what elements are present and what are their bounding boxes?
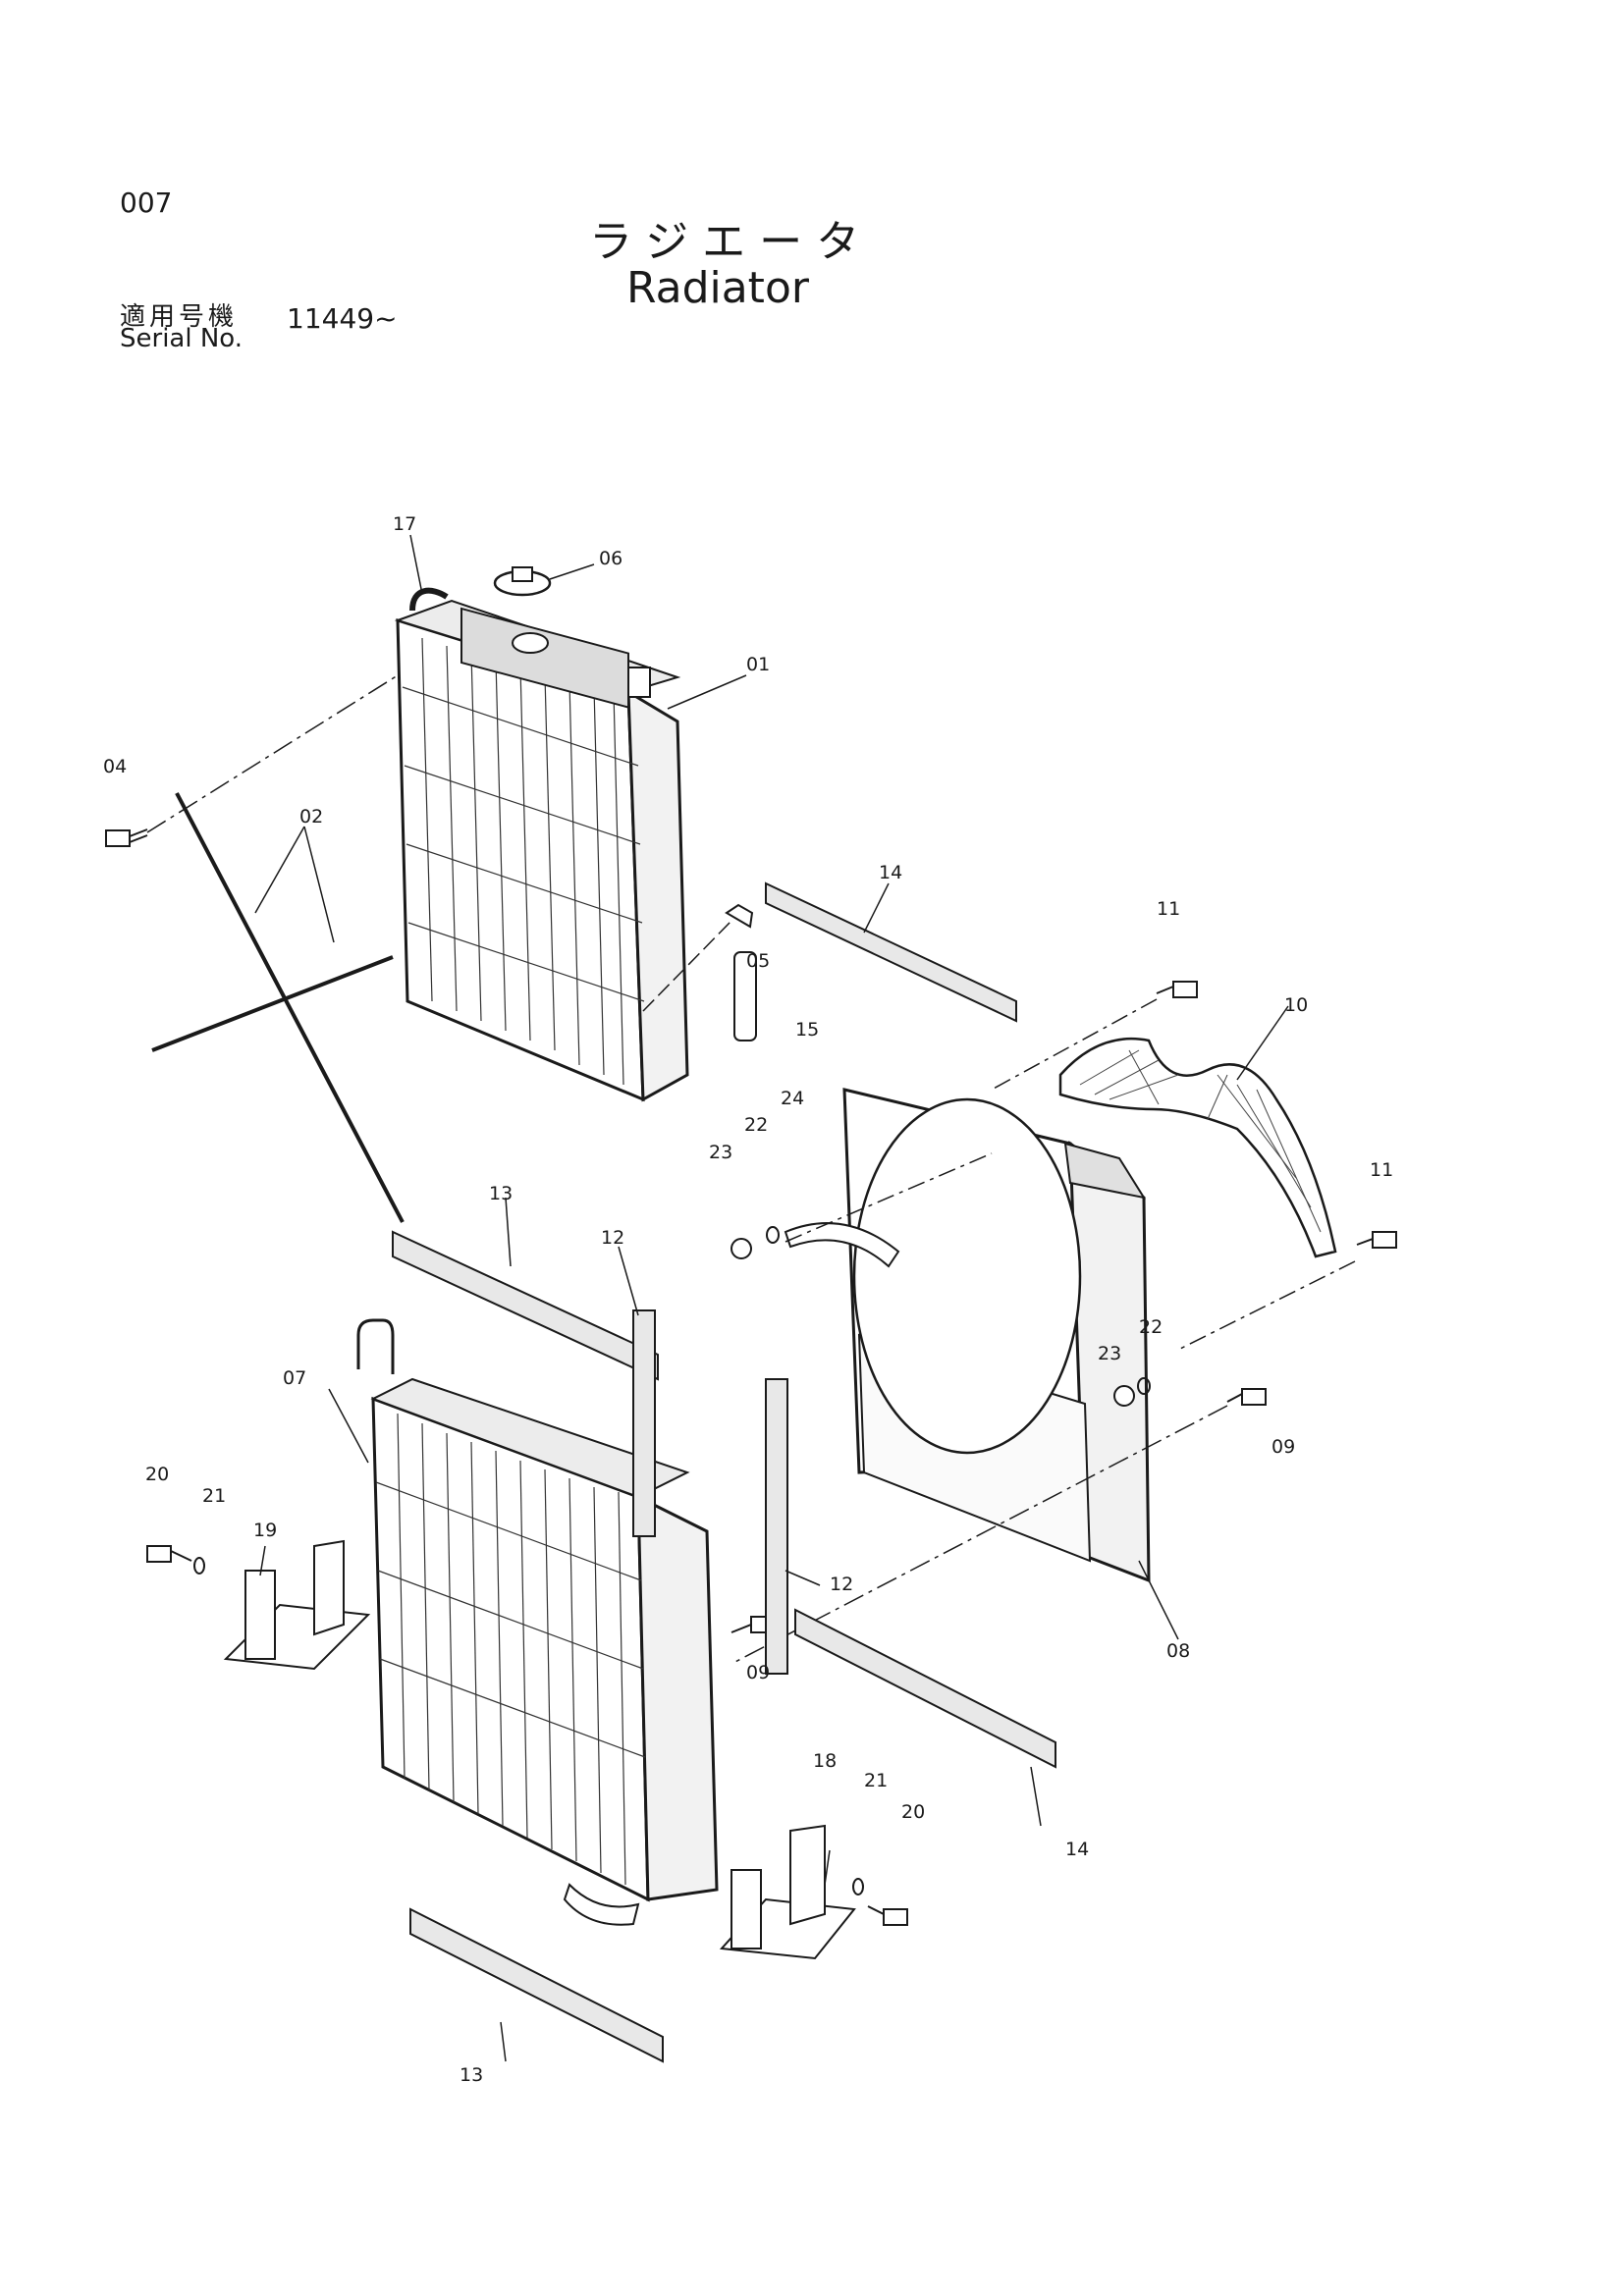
label-part-17: 17 — [393, 513, 416, 535]
bolt-20-left — [146, 1545, 192, 1563]
label-part-06: 06 — [599, 548, 622, 569]
nut-23-lower — [1113, 1385, 1135, 1407]
washer-21-right — [852, 1878, 864, 1896]
radiator-stays — [151, 792, 405, 1223]
bolt-20-right — [867, 1905, 908, 1926]
label-part-11-upper: 11 — [1157, 898, 1180, 920]
washer-21-left — [193, 1557, 205, 1575]
bolt-09-right — [1226, 1388, 1267, 1406]
label-part-11-lower: 11 — [1370, 1159, 1393, 1181]
label-part-12-lower: 12 — [830, 1574, 853, 1595]
bolt-11-upper — [1156, 981, 1198, 998]
washer-22-lower — [1137, 1377, 1151, 1395]
label-part-01: 01 — [746, 654, 770, 675]
rubber-strip-12-right — [765, 1378, 788, 1675]
label-part-21-left: 21 — [202, 1485, 226, 1507]
label-part-09-right: 09 — [1271, 1436, 1295, 1458]
label-part-14-upper: 14 — [879, 862, 902, 883]
label-part-09-center: 09 — [746, 1662, 770, 1683]
label-part-13-upper: 13 — [489, 1183, 513, 1204]
label-part-22-lower: 22 — [1139, 1316, 1163, 1338]
bracket-19 — [223, 1539, 371, 1671]
washer-22-upper — [766, 1226, 780, 1244]
label-part-19: 19 — [253, 1520, 277, 1541]
label-part-20-left: 20 — [145, 1464, 169, 1485]
rubber-strip-14-lower — [794, 1608, 1056, 1769]
label-part-07: 07 — [283, 1367, 306, 1389]
radiator-core-lower — [356, 1318, 719, 1926]
label-part-21-right: 21 — [864, 1770, 888, 1791]
serial-label-english: Serial No. — [120, 324, 243, 353]
label-part-20-right: 20 — [901, 1801, 925, 1823]
leader-lines — [254, 534, 1289, 2062]
label-part-15: 15 — [795, 1019, 819, 1041]
nut-23-upper — [730, 1238, 752, 1259]
elbow-and-hose — [725, 903, 757, 1041]
label-part-24: 24 — [781, 1088, 804, 1109]
serial-label-japanese: 適用号機 — [120, 302, 239, 332]
label-part-22-upper: 22 — [744, 1114, 768, 1136]
label-part-12-upper: 12 — [601, 1227, 624, 1249]
title-japanese: ラジエータ — [589, 217, 874, 267]
label-part-02: 02 — [299, 806, 323, 828]
rubber-strip-13-upper — [392, 1230, 659, 1381]
fan-shroud — [842, 1088, 1151, 1583]
bracket-18 — [719, 1824, 856, 1960]
label-part-23-lower: 23 — [1098, 1343, 1121, 1364]
title-english: Radiator — [626, 263, 809, 313]
rubber-strip-13-lower — [409, 1907, 664, 2063]
bolt-04 — [105, 828, 148, 847]
label-part-23-upper: 23 — [709, 1142, 732, 1163]
label-part-08: 08 — [1166, 1640, 1190, 1662]
radiator-cap — [493, 566, 552, 597]
label-part-10: 10 — [1284, 994, 1308, 1016]
radiator-core-upper — [394, 587, 689, 1102]
label-part-05: 05 — [746, 950, 770, 972]
rubber-strip-12-left — [632, 1309, 656, 1537]
label-part-14-lower: 14 — [1065, 1839, 1089, 1860]
label-part-18: 18 — [813, 1750, 837, 1772]
serial-value: 11449~ — [287, 302, 398, 335]
bracket-24 — [784, 1222, 900, 1268]
bolt-11-lower — [1356, 1231, 1397, 1249]
rubber-strip-upper — [765, 881, 1017, 1023]
label-part-13-lower: 13 — [460, 2064, 483, 2086]
page-number: 007 — [120, 187, 173, 219]
label-part-04: 04 — [103, 756, 127, 777]
fan-guard-net — [1058, 1037, 1337, 1258]
